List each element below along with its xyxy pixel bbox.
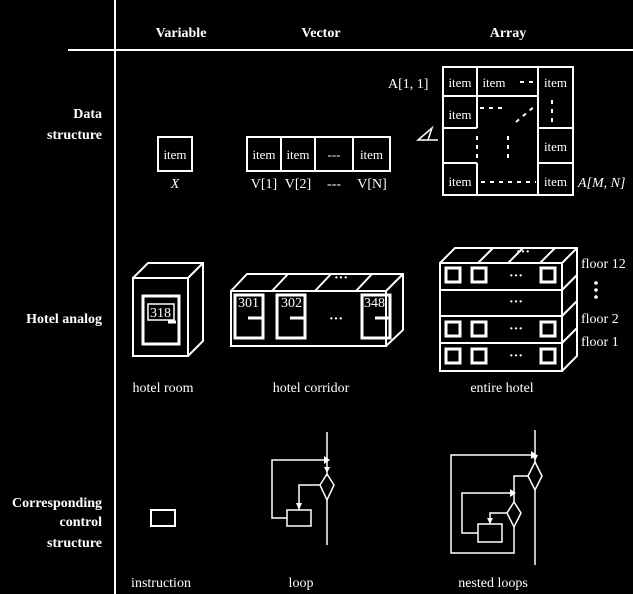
- header-array: Array: [489, 26, 527, 41]
- row-control-line2: control: [59, 515, 102, 530]
- hotel-floor12-dots: ···: [508, 269, 524, 284]
- vector-cell: item: [286, 147, 310, 162]
- hotel-floor2-dots: ···: [508, 322, 524, 337]
- header-variable: Variable: [155, 26, 207, 41]
- vector-boxes: [246, 136, 391, 172]
- array-cell: item: [543, 174, 568, 189]
- floor-label: floor 2: [581, 312, 619, 327]
- nested-loops-flowchart: [450, 430, 543, 565]
- array-pointer-icon: [415, 125, 438, 141]
- array-top-label: A[1, 1]: [388, 77, 429, 92]
- corridor-room-number: 302: [281, 296, 302, 311]
- array-bottom-label: A[M, N]: [578, 176, 626, 191]
- floor-label: floor 1: [581, 335, 619, 350]
- variable-cell-text: item: [163, 147, 187, 162]
- row-hotel-analog: Hotel analog: [26, 312, 102, 327]
- floor-label: floor 12: [581, 257, 626, 272]
- floor-dots-vertical: [594, 281, 598, 299]
- array-cell: item: [543, 139, 568, 154]
- vector-label: V[N]: [357, 177, 387, 192]
- hotel-corridor-drawing: [230, 273, 404, 347]
- hotel-room-number: 318: [150, 306, 171, 321]
- caption-loop: loop: [288, 576, 314, 591]
- vector-cell: ---: [327, 147, 341, 162]
- entire-hotel-drawing: [439, 247, 578, 372]
- caption-entire-hotel: entire hotel: [470, 381, 534, 396]
- row-data-structure-line1: Data: [73, 107, 102, 122]
- caption-nested-loops: nested loops: [458, 576, 528, 591]
- vector-label: V[1]: [250, 177, 278, 192]
- array-cell: item: [448, 75, 472, 90]
- header-vector: Vector: [301, 26, 341, 41]
- caption-instruction: instruction: [131, 576, 191, 591]
- variable-box: [157, 136, 193, 172]
- array-cell: item: [543, 75, 568, 90]
- vector-label: V[2]: [284, 177, 312, 192]
- hotel-windows: [444, 266, 557, 365]
- corridor-roof-dots: ···: [333, 271, 349, 286]
- caption-hotel-room: hotel room: [132, 381, 194, 396]
- hotel-room-drawing: [132, 262, 204, 357]
- array-dashes: [476, 81, 553, 183]
- hotel-floor1-dots: ···: [508, 349, 524, 364]
- vector-cell: item: [359, 147, 384, 162]
- variable-name: X: [170, 177, 180, 192]
- corridor-dots: ···: [328, 312, 344, 327]
- row-control-line1: Corresponding: [12, 496, 102, 511]
- corridor-room-number: 348: [364, 296, 385, 311]
- row-data-structure-line2: structure: [47, 128, 102, 143]
- array-cell: item: [448, 174, 472, 189]
- hotel-roof-dots: ···: [515, 245, 531, 260]
- caption-hotel-corridor: hotel corridor: [272, 381, 350, 396]
- vector-label: ---: [327, 177, 341, 192]
- loop-arrowheads: [296, 456, 330, 510]
- array-cell: item: [482, 75, 506, 90]
- corridor-room-number: 301: [238, 296, 259, 311]
- hotel-middle-dots: ···: [508, 295, 524, 310]
- row-control-line3: structure: [47, 536, 102, 551]
- array-cell: item: [448, 107, 472, 122]
- loop-flowchart: [271, 432, 335, 545]
- array-grid: [442, 66, 574, 196]
- instruction-box: [150, 509, 176, 527]
- vector-cell: item: [252, 147, 276, 162]
- nested-loops-arrowheads: [487, 451, 538, 524]
